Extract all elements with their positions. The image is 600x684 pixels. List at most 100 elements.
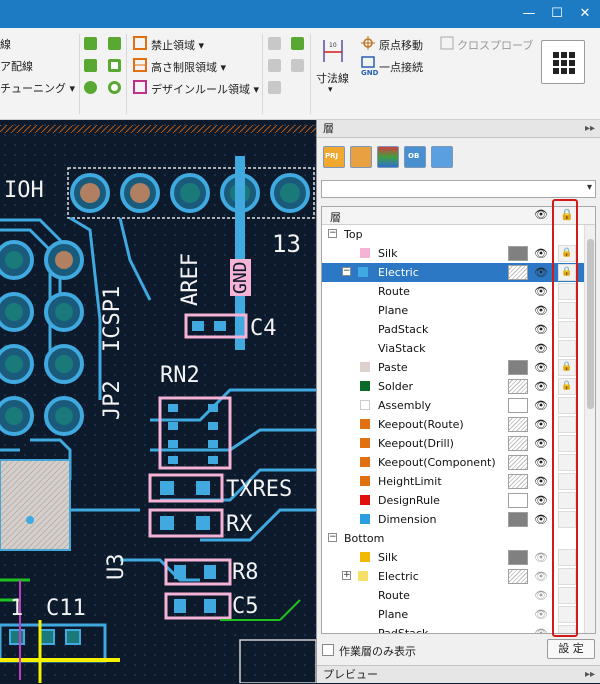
layer-row[interactable]: −Top: [322, 225, 584, 244]
layer-fill-box[interactable]: [508, 512, 528, 527]
visibility-eye-icon[interactable]: 👁: [534, 285, 548, 298]
layer-row[interactable]: PadStack👁: [322, 624, 584, 634]
restore-button[interactable]: ☐: [551, 6, 563, 21]
cross-probe-button[interactable]: クロスプローブ: [457, 39, 534, 52]
layer-color-swatch[interactable]: [360, 248, 370, 258]
lock-toggle-box[interactable]: [558, 606, 576, 623]
panel-pin-icon[interactable]: ▸▸: [584, 123, 595, 134]
disabled-tool-icon[interactable]: [268, 81, 281, 94]
layer-row[interactable]: Keepout(Drill)👁: [322, 434, 584, 453]
disabled-tool-icon[interactable]: [291, 59, 304, 72]
lock-toggle-box[interactable]: [558, 511, 576, 528]
layers-stack-icon[interactable]: [350, 146, 372, 168]
layer-fill-box[interactable]: [508, 360, 528, 375]
ribbon-tuning-label[interactable]: チューニング ▾: [0, 82, 76, 95]
visibility-eye-icon[interactable]: 👁: [534, 456, 548, 469]
keepout-area-menu[interactable]: 禁止領域 ▾: [151, 39, 205, 52]
layer-fill-box[interactable]: [508, 265, 528, 280]
disabled-tool-icon[interactable]: [268, 37, 281, 50]
lock-toggle-box[interactable]: [558, 454, 576, 471]
visibility-eye-icon[interactable]: 👁: [534, 475, 548, 488]
layer-row[interactable]: Paste👁🔒: [322, 358, 584, 377]
layer-color-swatch[interactable]: [360, 419, 370, 429]
settings-button[interactable]: 設 定: [547, 639, 595, 659]
window-icon[interactable]: [431, 146, 453, 168]
dimension-icon[interactable]: 10: [321, 36, 345, 66]
collapse-toggle-icon[interactable]: −: [342, 266, 351, 276]
layer-row[interactable]: PadStack👁: [322, 320, 584, 339]
layer-row[interactable]: Keepout(Component)👁: [322, 453, 584, 472]
preview-panel-title[interactable]: プレビュー ▸▸: [317, 665, 600, 683]
layer-row[interactable]: Keepout(Route)👁: [322, 415, 584, 434]
green-shape-icon[interactable]: [291, 37, 304, 50]
visibility-eye-icon[interactable]: 👁: [534, 266, 548, 279]
visibility-eye-icon[interactable]: 👁: [534, 513, 548, 526]
layer-filter-select[interactable]: ▾: [321, 180, 596, 198]
green-shape-icon[interactable]: [108, 37, 121, 50]
layer-row[interactable]: Plane👁: [322, 605, 584, 624]
layer-color-swatch[interactable]: [358, 267, 368, 277]
close-button[interactable]: ✕: [579, 6, 591, 21]
layer-fill-box[interactable]: [508, 550, 528, 565]
lock-toggle-box[interactable]: [558, 321, 576, 338]
origin-move-button[interactable]: 原点移動: [379, 39, 423, 52]
disabled-tool-icon[interactable]: [268, 59, 281, 72]
visibility-eye-icon[interactable]: 👁: [534, 380, 548, 393]
view-icon[interactable]: OB: [404, 146, 426, 168]
layer-fill-box[interactable]: [508, 455, 528, 470]
lock-toggle-box[interactable]: [558, 302, 576, 319]
layer-row[interactable]: HeightLimit👁: [322, 472, 584, 491]
visibility-eye-icon[interactable]: 👁: [534, 437, 548, 450]
preview-pin-icon[interactable]: ▸▸: [584, 669, 595, 680]
layer-fill-box[interactable]: [508, 246, 528, 261]
visibility-eye-icon[interactable]: 👁: [534, 247, 548, 260]
layer-color-swatch[interactable]: [360, 514, 370, 524]
design-rule-menu[interactable]: デザインルール領域 ▾: [151, 83, 260, 96]
layer-color-swatch[interactable]: [360, 476, 370, 486]
lock-toggle-box[interactable]: [558, 397, 576, 414]
lock-icon[interactable]: 🔒: [558, 264, 576, 281]
lock-toggle-box[interactable]: [558, 340, 576, 357]
layer-fill-box[interactable]: [508, 493, 528, 508]
layer-row[interactable]: Plane👁: [322, 301, 584, 320]
visibility-eye-icon[interactable]: 👁: [534, 627, 548, 634]
layer-color-swatch[interactable]: [360, 552, 370, 562]
visibility-eye-icon[interactable]: 👁: [534, 323, 548, 336]
height-limit-menu[interactable]: 高さ制限領域 ▾: [151, 61, 227, 74]
layer-fill-box[interactable]: [508, 379, 528, 394]
prj-icon[interactable]: PRJ: [323, 146, 345, 168]
visibility-eye-icon[interactable]: 👁: [534, 570, 548, 583]
layer-row[interactable]: DesignRule👁: [322, 491, 584, 510]
lock-toggle-box[interactable]: [558, 473, 576, 490]
lock-toggle-box[interactable]: [558, 283, 576, 300]
layer-color-icon[interactable]: [377, 146, 399, 168]
layer-row[interactable]: −Electric👁🔒: [322, 263, 584, 282]
layer-fill-box[interactable]: [508, 417, 528, 432]
lock-icon[interactable]: 🔒: [558, 245, 576, 262]
layer-color-swatch[interactable]: [358, 571, 368, 581]
layer-row[interactable]: Dimension👁: [322, 510, 584, 529]
visibility-eye-icon[interactable]: 👁: [534, 304, 548, 317]
layer-fill-box[interactable]: [508, 474, 528, 489]
work-layer-only-checkbox[interactable]: [322, 644, 334, 656]
green-ring-icon[interactable]: [108, 81, 121, 94]
pcb-canvas[interactable]: IOH AREF GND 13 JP2 ICSP1 C4 RN2 TXRES R…: [0, 120, 316, 683]
visibility-eye-icon[interactable]: 👁: [534, 418, 548, 431]
app-grid-button[interactable]: [541, 40, 585, 84]
lock-toggle-box[interactable]: [558, 435, 576, 452]
cross-probe-icon[interactable]: [440, 36, 454, 50]
lock-toggle-box[interactable]: [558, 568, 576, 585]
green-shape-icon[interactable]: [84, 37, 97, 50]
layer-color-swatch[interactable]: [360, 362, 370, 372]
layer-row[interactable]: −Bottom: [322, 529, 584, 548]
lock-toggle-box[interactable]: [558, 492, 576, 509]
layer-row[interactable]: +Electric👁: [322, 567, 584, 586]
lock-toggle-box[interactable]: [558, 549, 576, 566]
height-limit-icon[interactable]: [133, 58, 147, 72]
visibility-eye-icon[interactable]: 👁: [534, 342, 548, 355]
expand-toggle-icon[interactable]: +: [342, 570, 351, 580]
lock-toggle-box[interactable]: [558, 416, 576, 433]
visibility-eye-icon[interactable]: 👁: [534, 494, 548, 507]
layer-row[interactable]: Route👁: [322, 586, 584, 605]
